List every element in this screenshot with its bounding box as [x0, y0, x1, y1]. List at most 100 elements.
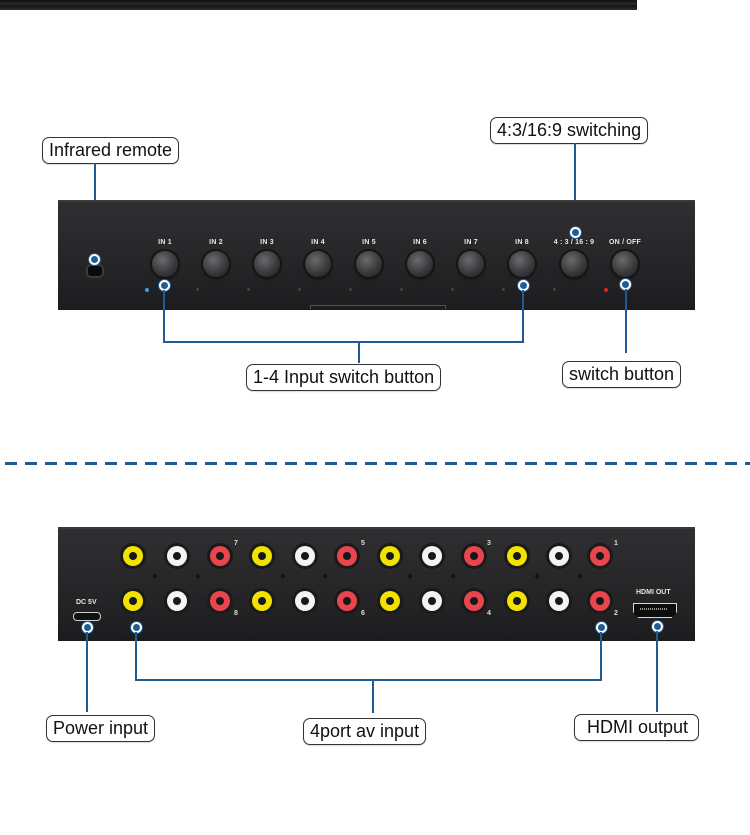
screw-mark: + [449, 571, 457, 583]
front-button-7[interactable] [458, 251, 484, 277]
rca-jack-audio-right [587, 588, 613, 614]
port-number-label: 1 [614, 540, 618, 547]
rca-jack-audio-right [207, 588, 233, 614]
rca-jack-audio-right [461, 543, 487, 569]
rca-hole [428, 552, 436, 560]
front-button-10[interactable] [612, 251, 638, 277]
rca-jack-video [377, 588, 403, 614]
rca-jack-video [504, 588, 530, 614]
rca-jack-audio-right [461, 588, 487, 614]
button-label: IN 1 [158, 239, 172, 246]
front-button-8[interactable] [509, 251, 535, 277]
rca-hole [470, 597, 478, 605]
indicator-led [349, 288, 352, 291]
leader-line-av-stem [372, 679, 374, 713]
rca-jack-audio-left [419, 588, 445, 614]
front-button-2[interactable] [203, 251, 229, 277]
port-number-label: 2 [614, 610, 618, 617]
indicator-led [553, 288, 556, 291]
indicator-led [196, 288, 199, 291]
rca-jack-audio-right [334, 588, 360, 614]
hdmi-port-pins [640, 608, 668, 610]
rear-panel-base [0, 5, 637, 10]
usb-c-power-port [73, 612, 101, 621]
button-label: 4 : 3 / 16 : 9 [553, 239, 595, 246]
front-button-1[interactable] [152, 251, 178, 277]
marker-dot-infrared [89, 254, 100, 265]
callout-input-switch: 1-4 Input switch button [246, 364, 442, 391]
button-label: IN 5 [362, 239, 376, 246]
rca-hole [596, 597, 604, 605]
dc-5v-label: DC 5V [76, 599, 97, 606]
port-number-label: 4 [487, 610, 491, 617]
screw-mark: + [406, 571, 414, 583]
port-number-label: 8 [234, 610, 238, 617]
front-button-3[interactable] [254, 251, 280, 277]
indicator-led [604, 288, 608, 292]
rca-hole [513, 552, 521, 560]
rca-hole [555, 552, 563, 560]
callout-switch-button: switch button [562, 361, 682, 388]
front-button-5[interactable] [356, 251, 382, 277]
screw-mark: + [576, 571, 584, 583]
rca-hole [301, 597, 309, 605]
rca-jack-video [377, 543, 403, 569]
indicator-led [451, 288, 454, 291]
rca-jack-video [120, 588, 146, 614]
indicator-led [247, 288, 250, 291]
callout-av-input: 4port av input [303, 718, 427, 745]
leader-line-hdmi [656, 631, 658, 712]
leader-line-av-left [135, 632, 137, 680]
rca-hole [216, 552, 224, 560]
rca-jack-audio-left [164, 588, 190, 614]
rca-jack-audio-right [587, 543, 613, 569]
rca-jack-audio-right [334, 543, 360, 569]
front-button-6[interactable] [407, 251, 433, 277]
section-divider [5, 462, 750, 465]
leader-line-in8 [522, 290, 524, 342]
marker-dot-aspect [570, 227, 581, 238]
rca-hole [386, 552, 394, 560]
front-panel-base [0, 0, 637, 5]
rca-jack-audio-left [292, 588, 318, 614]
rca-hole [258, 597, 266, 605]
button-label: IN 6 [413, 239, 427, 246]
button-label: IN 8 [515, 239, 529, 246]
port-number-label: 3 [487, 540, 491, 547]
button-label: ON / OFF [609, 239, 641, 246]
rca-hole [428, 597, 436, 605]
rca-jack-audio-left [546, 588, 572, 614]
rca-jack-video [120, 543, 146, 569]
leader-line-onoff [625, 289, 627, 353]
front-button-4[interactable] [305, 251, 331, 277]
screw-mark: + [279, 571, 287, 583]
rear-panel [58, 527, 695, 641]
rca-hole [596, 552, 604, 560]
indicator-led [400, 288, 403, 291]
rca-jack-audio-right [207, 543, 233, 569]
rca-jack-audio-left [164, 543, 190, 569]
rca-hole [470, 552, 478, 560]
front-button-9[interactable] [561, 251, 587, 277]
rca-hole [129, 597, 137, 605]
rca-jack-audio-left [292, 543, 318, 569]
button-label: IN 7 [464, 239, 478, 246]
rca-hole [301, 552, 309, 560]
button-label: IN 3 [260, 239, 274, 246]
port-number-label: 7 [234, 540, 238, 547]
callout-aspect-switching: 4:3/16:9 switching [490, 117, 649, 144]
indicator-led [502, 288, 505, 291]
rca-hole [343, 552, 351, 560]
port-number-label: 5 [361, 540, 365, 547]
rca-jack-video [249, 588, 275, 614]
bracket-line-av [135, 679, 602, 681]
bracket-line-inputs [163, 341, 524, 343]
leader-line-in1 [163, 290, 165, 342]
leader-line-power [86, 632, 88, 712]
leader-line-inputs-stem [358, 341, 360, 363]
rca-hole [216, 597, 224, 605]
rca-hole [129, 552, 137, 560]
callout-hdmi-output: HDMI output [574, 714, 700, 741]
button-label: IN 4 [311, 239, 325, 246]
screw-mark: + [194, 571, 202, 583]
